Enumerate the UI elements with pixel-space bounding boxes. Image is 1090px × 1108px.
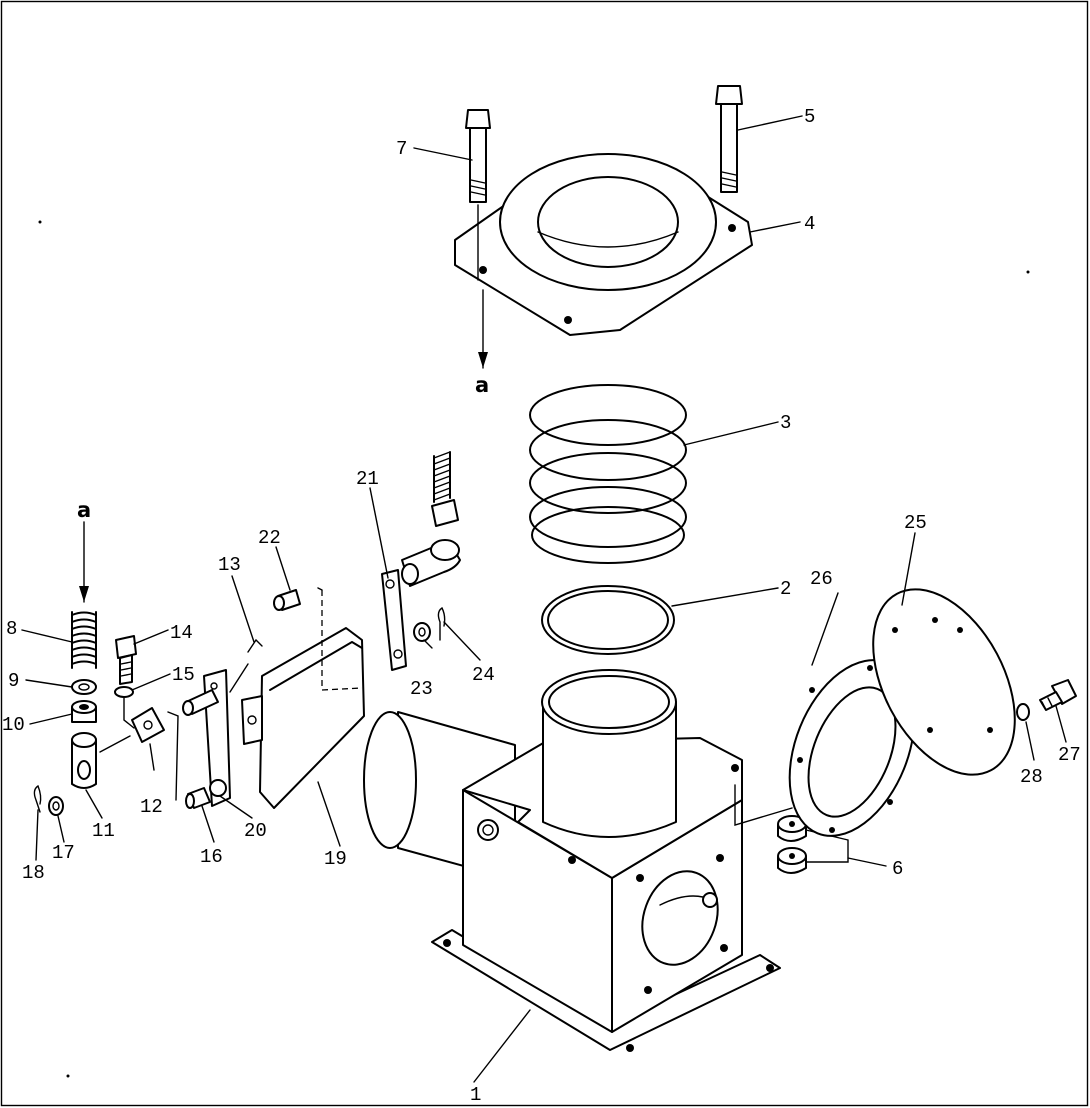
part-12-bracket xyxy=(99,707,179,801)
part-23-washer xyxy=(413,622,431,642)
part-14-bolt xyxy=(115,635,137,685)
label-part-23: 23 xyxy=(410,678,433,700)
label-part-12: 12 xyxy=(140,796,163,818)
part-15-washer xyxy=(114,686,135,729)
label-part-24: 24 xyxy=(472,664,495,686)
part-24-cotter-pin xyxy=(437,606,446,641)
label-part-13: 13 xyxy=(218,554,241,576)
part-6-nuts xyxy=(777,815,849,874)
label-part-17: 17 xyxy=(52,842,75,864)
connection-mark-left-label: a xyxy=(77,498,91,522)
label-part-21: 21 xyxy=(356,468,379,490)
part-2-seal-ring xyxy=(541,585,675,655)
part-labels: 1 2 3 4 5 6 7 8 9 10 11 12 13 14 15 16 1… xyxy=(2,106,1081,1106)
speck xyxy=(38,220,42,224)
label-part-19: 19 xyxy=(324,848,347,870)
part-18-cotter-pin xyxy=(33,784,42,813)
part-22-pin xyxy=(273,589,301,611)
spring-fitting-assembly xyxy=(401,451,461,587)
label-part-28: 28 xyxy=(1020,766,1043,788)
label-part-14: 14 xyxy=(170,622,193,644)
label-part-8: 8 xyxy=(6,618,17,640)
label-part-3: 3 xyxy=(780,412,791,434)
label-part-9: 9 xyxy=(8,670,19,692)
label-part-26: 26 xyxy=(810,568,833,590)
label-part-18: 18 xyxy=(22,862,45,884)
label-part-22: 22 xyxy=(258,527,281,549)
part-25-cover-plate xyxy=(872,588,1016,776)
label-part-4: 4 xyxy=(804,213,815,235)
part-27-bolt xyxy=(1039,679,1077,711)
connection-mark-top-label: a xyxy=(475,373,489,397)
part-16-pin xyxy=(185,787,211,809)
part-21-link-arm xyxy=(381,569,407,671)
part-11-body xyxy=(71,732,97,789)
label-part-10: 10 xyxy=(2,714,25,736)
speck xyxy=(66,1074,70,1078)
part-19-flap-plate xyxy=(241,587,365,809)
label-part-1: 1 xyxy=(470,1084,481,1106)
part-17-washer xyxy=(48,796,64,816)
label-part-6: 6 xyxy=(892,858,903,880)
part-5-bolt xyxy=(715,85,743,193)
part-9-washer xyxy=(71,679,97,695)
part-1-housing xyxy=(363,669,793,1052)
part-4-flange-plate xyxy=(454,153,753,336)
label-part-20: 20 xyxy=(244,820,267,842)
leader-lines xyxy=(21,115,1067,1083)
label-part-11: 11 xyxy=(92,820,115,842)
connection-mark-left: a xyxy=(77,498,91,603)
part-10-collar xyxy=(71,700,97,723)
label-part-7: 7 xyxy=(396,138,407,160)
part-20-lever xyxy=(182,669,231,807)
label-part-27: 27 xyxy=(1058,744,1081,766)
speck xyxy=(1026,270,1030,274)
label-part-15: 15 xyxy=(172,664,195,686)
label-part-16: 16 xyxy=(200,846,223,868)
part-8-spring xyxy=(71,611,97,669)
part-13-cotter-pin xyxy=(229,638,263,693)
connection-mark-top: a xyxy=(475,289,489,397)
label-part-2: 2 xyxy=(780,578,791,600)
label-part-25: 25 xyxy=(904,512,927,534)
label-part-5: 5 xyxy=(804,106,815,128)
part-28-washer xyxy=(1016,703,1030,721)
part-3-spring-rings xyxy=(529,384,687,564)
part-7-bolt xyxy=(465,109,491,281)
